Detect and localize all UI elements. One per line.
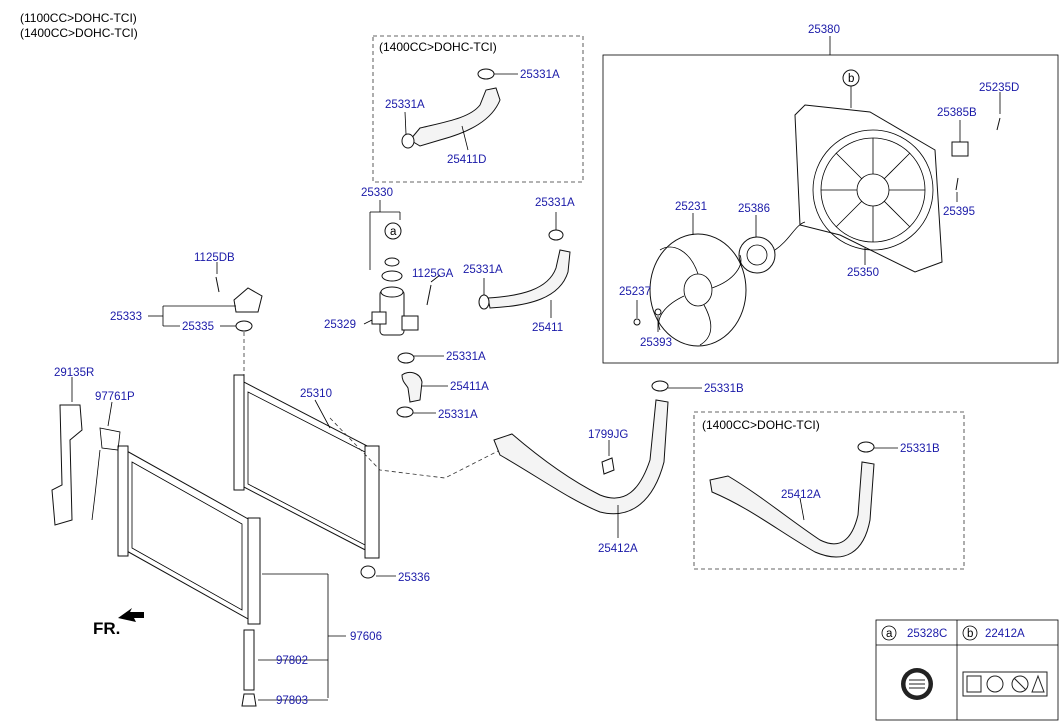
label-97802[interactable]: 97802 bbox=[276, 655, 308, 667]
cap-25330[interactable] bbox=[381, 270, 403, 282]
variant-box-right bbox=[693, 411, 965, 570]
label-25331a-right[interactable]: 25331A bbox=[463, 264, 503, 276]
callout-a[interactable] bbox=[384, 222, 402, 240]
clamp-25331a-lower[interactable] bbox=[397, 352, 415, 364]
hose-25411[interactable] bbox=[487, 249, 571, 309]
label-25231[interactable]: 25231 bbox=[675, 201, 707, 213]
fan-shroud-25350[interactable] bbox=[794, 104, 943, 273]
label-25336[interactable]: 25336 bbox=[398, 572, 430, 584]
hose-25412a[interactable] bbox=[493, 399, 669, 515]
bracket-25333[interactable] bbox=[233, 287, 263, 313]
warning-label-icon bbox=[962, 671, 1048, 697]
condenser-97606[interactable] bbox=[117, 445, 261, 625]
legend-a-circle bbox=[881, 625, 897, 641]
clamp-25331a-bottom[interactable] bbox=[396, 406, 414, 418]
label-25350[interactable]: 25350 bbox=[847, 267, 879, 279]
fan-motor-25386[interactable] bbox=[738, 221, 806, 274]
label-25395[interactable]: 25395 bbox=[943, 206, 975, 218]
label-25333[interactable]: 25333 bbox=[110, 311, 142, 323]
water-inlet-fitting-25329[interactable] bbox=[371, 286, 419, 336]
bolt-1125db[interactable] bbox=[215, 276, 220, 293]
label-25380[interactable]: 25380 bbox=[808, 24, 840, 36]
bolt-1125ga[interactable] bbox=[426, 284, 432, 306]
bracket-97761p[interactable] bbox=[91, 427, 121, 521]
legend-table bbox=[875, 619, 1059, 721]
engine-variant-2: (1400CC>DOHC-TCI) bbox=[20, 26, 138, 40]
label-25412a-right[interactable]: 25412A bbox=[781, 489, 821, 501]
label-25386[interactable]: 25386 bbox=[738, 203, 770, 215]
bolt-25235d[interactable] bbox=[996, 117, 1001, 131]
label-97761p[interactable]: 97761P bbox=[95, 391, 135, 403]
label-25331b-right[interactable]: 25331B bbox=[900, 443, 940, 455]
resistor-25385b[interactable] bbox=[951, 141, 969, 157]
plug-97803[interactable] bbox=[241, 693, 257, 707]
label-97803[interactable]: 97803 bbox=[276, 695, 308, 707]
label-25329[interactable]: 25329 bbox=[324, 319, 356, 331]
label-25412a-mid[interactable]: 25412A bbox=[598, 543, 638, 555]
label-25411[interactable]: 25411 bbox=[532, 322, 563, 334]
label-97606[interactable]: 97606 bbox=[350, 631, 382, 643]
label-1799jg[interactable]: 1799JG bbox=[588, 429, 628, 441]
clamp-25331a-top-left[interactable] bbox=[401, 133, 415, 149]
label-25237[interactable]: 25237 bbox=[619, 286, 651, 298]
legend-a-part[interactable]: 25328C bbox=[907, 628, 947, 640]
insulator-25335[interactable] bbox=[235, 320, 253, 332]
clamp-25331b-mid[interactable] bbox=[651, 380, 669, 392]
legend-b-letter: b bbox=[967, 628, 973, 640]
fan-assembly-box bbox=[602, 54, 1059, 364]
radiator-25310[interactable] bbox=[233, 374, 380, 559]
label-25411a[interactable]: 25411A bbox=[450, 381, 489, 393]
label-25393[interactable]: 25393 bbox=[640, 337, 672, 349]
label-25330[interactable]: 25330 bbox=[361, 187, 393, 199]
callout-a-letter: a bbox=[390, 226, 397, 238]
label-25331a-lower[interactable]: 25331A bbox=[446, 351, 486, 363]
label-25411d[interactable]: 25411D bbox=[447, 154, 486, 166]
label-25310[interactable]: 25310 bbox=[300, 388, 332, 400]
hose-25411d[interactable] bbox=[409, 87, 501, 147]
gasket-25330[interactable] bbox=[384, 257, 400, 267]
label-sticker-icon bbox=[901, 668, 933, 700]
insulator-25336[interactable] bbox=[360, 565, 376, 579]
washer-25393[interactable] bbox=[654, 308, 662, 316]
receiver-drier-97802[interactable] bbox=[243, 629, 255, 691]
variant-box-right-label: (1400CC>DOHC-TCI) bbox=[702, 418, 820, 432]
legend-a-letter: a bbox=[886, 628, 893, 640]
clamp-25331a-right[interactable] bbox=[478, 294, 490, 310]
legend-b-part[interactable]: 22412A bbox=[985, 628, 1025, 640]
label-25331a-top-left[interactable]: 25331A bbox=[385, 99, 425, 111]
label-1125db[interactable]: 1125DB bbox=[194, 252, 235, 264]
label-29135r[interactable]: 29135R bbox=[54, 367, 94, 379]
variant-box-top-label: (1400CC>DOHC-TCI) bbox=[379, 40, 497, 54]
clip-1799jg[interactable] bbox=[601, 457, 615, 475]
clamp-25331a-top[interactable] bbox=[477, 68, 495, 80]
screw-25395[interactable] bbox=[955, 177, 959, 191]
fan-blade-25231[interactable] bbox=[649, 233, 747, 347]
front-arrow-icon bbox=[118, 608, 144, 622]
label-25331a-bottom[interactable]: 25331A bbox=[438, 409, 478, 421]
label-25331a-top[interactable]: 25331A bbox=[520, 69, 560, 81]
hose-25412a-variant[interactable] bbox=[709, 461, 875, 558]
engine-variant-1: (1100CC>DOHC-TCI) bbox=[20, 11, 137, 25]
label-25331b-mid[interactable]: 25331B bbox=[704, 383, 744, 395]
clamp-25331b-right[interactable] bbox=[857, 441, 875, 453]
nut-25237[interactable] bbox=[633, 318, 641, 326]
label-25235d[interactable]: 25235D bbox=[979, 82, 1019, 94]
label-1125ga[interactable]: 1125GA bbox=[412, 268, 454, 280]
clamp-25331a-mid[interactable] bbox=[548, 229, 564, 241]
air-guard-29135r[interactable] bbox=[51, 404, 83, 526]
callout-b-letter: b bbox=[848, 73, 854, 85]
label-25331a-mid[interactable]: 25331A bbox=[535, 197, 575, 209]
legend-b-circle bbox=[962, 625, 978, 641]
label-25385b[interactable]: 25385B bbox=[937, 107, 977, 119]
variant-box-top bbox=[372, 35, 584, 183]
label-25335[interactable]: 25335 bbox=[182, 321, 214, 333]
front-indicator: FR. bbox=[93, 619, 120, 638]
hose-25411a[interactable] bbox=[401, 371, 423, 403]
